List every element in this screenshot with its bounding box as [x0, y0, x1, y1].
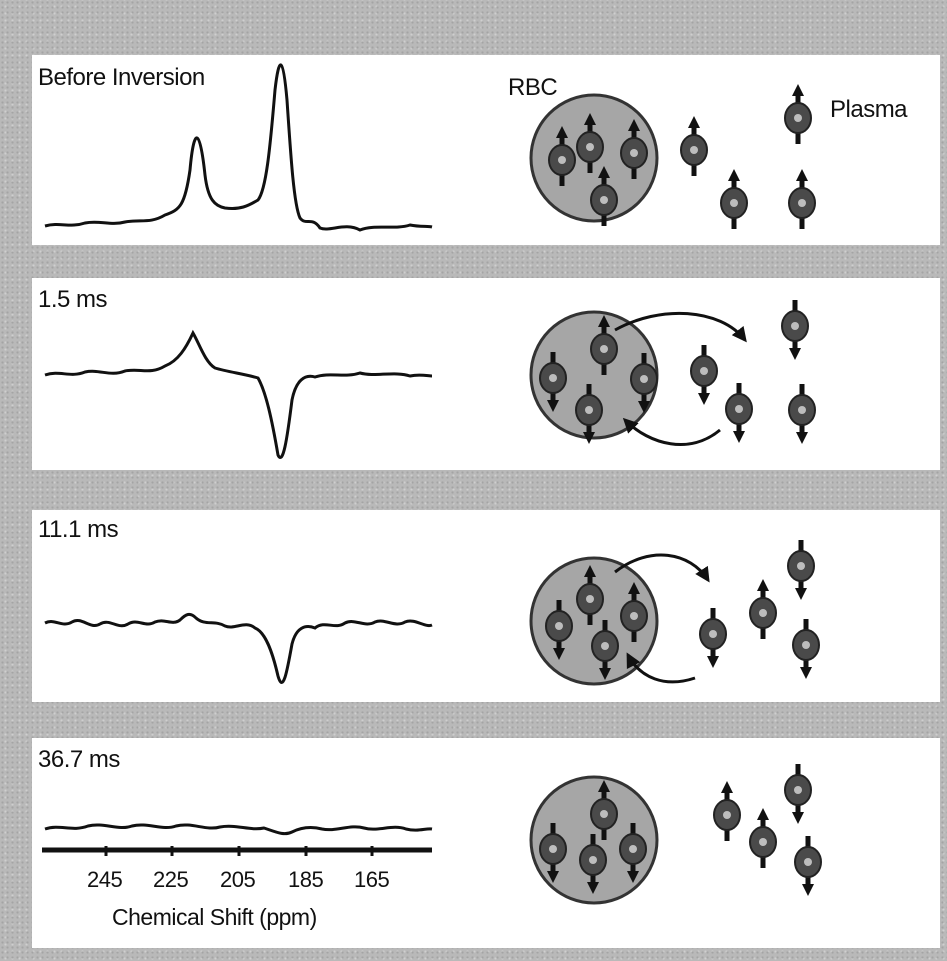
spin-up: [749, 579, 777, 639]
time-label-11-1ms: 11.1 ms: [38, 516, 119, 543]
spin-down: [792, 619, 820, 679]
spin-up: [713, 781, 741, 841]
spin-down: [699, 608, 727, 668]
plasma-label: Plasma: [830, 96, 908, 123]
spin-up: [720, 169, 748, 229]
time-label-before-inversion: Before Inversion: [38, 64, 205, 91]
axis-title: Chemical Shift (ppm): [112, 904, 317, 930]
spin-down: [575, 384, 603, 444]
spin-down: [725, 383, 753, 443]
spin-down: [630, 353, 658, 413]
spin-down: [794, 836, 822, 896]
spin-up: [576, 113, 604, 173]
spin-up: [590, 780, 618, 840]
spin-down: [539, 823, 567, 883]
spectrum-before-inversion: [44, 63, 433, 232]
spin-up: [788, 169, 816, 229]
exchange-arrow-1-in: [622, 417, 721, 446]
rbc-cells: [529, 93, 659, 905]
spin-down: [545, 600, 573, 660]
exchange-arrow-2-in: [626, 652, 696, 684]
exchange-arrows: [614, 311, 747, 684]
spin-up: [590, 315, 618, 375]
spin-down: [784, 764, 812, 824]
spin-down: [788, 384, 816, 444]
time-label-1-5ms: 1.5 ms: [38, 286, 108, 313]
spin-up: [620, 119, 648, 179]
axis-tick-205: 205: [220, 867, 256, 892]
spin-up: [590, 166, 618, 226]
spectrum-1-5ms: [44, 329, 433, 459]
spin-down: [619, 823, 647, 883]
spin-up: [576, 565, 604, 625]
spectrum-36-7ms: [44, 823, 433, 836]
axis-tick-165: 165: [354, 867, 390, 892]
spin-down: [539, 352, 567, 412]
axis-tick-245: 245: [87, 867, 123, 892]
panel-1-5ms: [32, 278, 940, 470]
spin-down: [579, 834, 607, 894]
spin-up: [620, 582, 648, 642]
spectrum-11-1ms: [44, 612, 433, 684]
axis-tick-185: 185: [288, 867, 324, 892]
spin-up: [548, 126, 576, 186]
panel-36-7ms: [32, 738, 940, 948]
rbc-label: RBC: [508, 74, 558, 101]
exchange-arrow-1-out: [614, 311, 747, 343]
spin-markers: [539, 84, 822, 896]
axis-tick-225: 225: [153, 867, 189, 892]
spin-up: [749, 808, 777, 868]
spin-up: [680, 116, 708, 176]
spin-down: [591, 620, 619, 680]
spin-down: [787, 540, 815, 600]
spin-down: [781, 300, 809, 360]
axis-tick-marks: [104, 846, 374, 856]
panel-before-inversion: [32, 55, 940, 245]
time-label-36-7ms: 36.7 ms: [38, 746, 120, 773]
panel-11-1ms: [32, 510, 940, 702]
spin-down: [690, 345, 718, 405]
spin-up: [784, 84, 812, 144]
exchange-arrow-2-out: [614, 553, 710, 583]
